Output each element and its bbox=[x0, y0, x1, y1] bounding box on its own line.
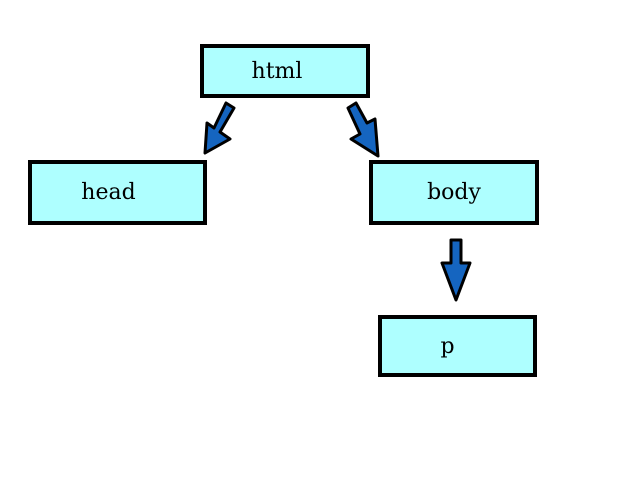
node-body-label: body bbox=[427, 180, 481, 205]
arrow-html-to-head bbox=[203, 101, 236, 155]
edge-html-to-head bbox=[203, 101, 236, 155]
arrow-html-to-body bbox=[346, 101, 380, 158]
node-p: p bbox=[378, 315, 537, 377]
edge-html-to-body bbox=[346, 101, 380, 158]
node-html-label: html bbox=[251, 58, 303, 84]
edge-body-to-p bbox=[440, 238, 472, 302]
node-html: html bbox=[200, 44, 370, 98]
node-head: head bbox=[28, 160, 207, 225]
arrow-body-to-p bbox=[440, 238, 472, 302]
node-body: body bbox=[369, 160, 539, 225]
node-p-label: p bbox=[440, 333, 455, 359]
node-head-label: head bbox=[81, 180, 136, 205]
